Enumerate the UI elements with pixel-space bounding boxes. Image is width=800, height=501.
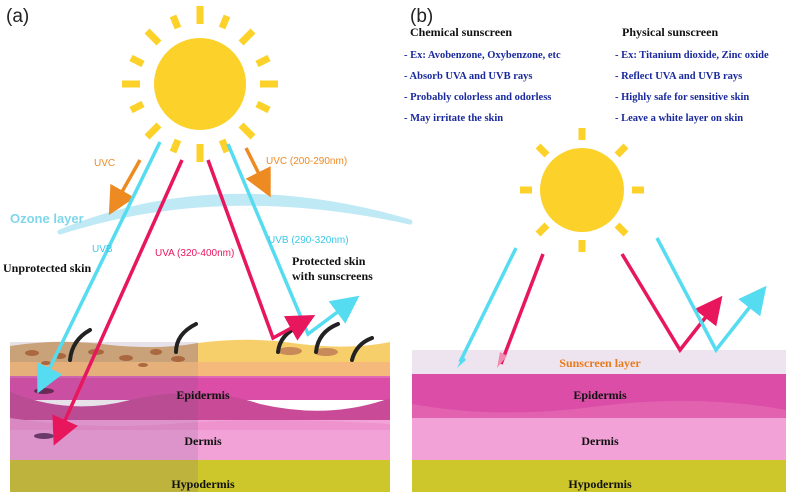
chemical-item: - Ex: Avobenzone, Oxybenzone, etc (404, 50, 561, 61)
sunscreen-layer-label: Sunscreen layer (559, 356, 641, 370)
panel-b: (b) Chemical sunscreen - Ex: Avobenzone,… (404, 6, 786, 492)
protected-skin-label-line1: Protected skin (292, 254, 366, 268)
uva-absorb-tip (497, 352, 507, 368)
chemical-sunscreen-list: Chemical sunscreen - Ex: Avobenzone, Oxy… (404, 25, 561, 124)
panel-a-label: (a) (6, 6, 29, 27)
chemical-item: - Absorb UVA and UVB rays (404, 71, 532, 82)
uvb-ray-reflected (655, 237, 767, 354)
chemical-item: - May irritate the skin (404, 113, 503, 124)
uvb-range-label: UVB (290-320nm) (268, 235, 349, 246)
uvb-label: UVB (92, 244, 113, 255)
uvb-absorb-tip (457, 356, 466, 368)
protected-skin-label-line2: with sunscreens (292, 269, 373, 283)
panel-b-label: (b) (410, 6, 433, 27)
unprotected-skin-label: Unprotected skin (3, 261, 91, 275)
physical-item: - Leave a white layer on skin (615, 113, 743, 124)
physical-item: - Ex: Titanium dioxide, Zinc oxide (615, 50, 769, 61)
chemical-item: - Probably colorless and odorless (404, 92, 551, 103)
hypodermis-label-a: Hypodermis (171, 477, 235, 491)
physical-item: - Highly safe for sensitive skin (615, 92, 749, 103)
hypodermis-label-b: Hypodermis (568, 477, 632, 491)
physical-sunscreen-title: Physical sunscreen (622, 25, 718, 39)
ozone-layer (57, 193, 413, 235)
sun-icon (122, 6, 278, 162)
skin-layers-b (412, 350, 786, 492)
epidermis-label-b: Epidermis (573, 388, 627, 402)
uvc-arrow-left (108, 159, 142, 216)
uva-ray-absorbed (499, 253, 545, 365)
dermis-label-a: Dermis (184, 434, 222, 448)
physical-item: - Reflect UVA and UVB rays (615, 71, 742, 82)
ozone-layer-label: Ozone layer (10, 211, 84, 226)
skin-layers-a (10, 322, 390, 492)
physical-sunscreen-list: Physical sunscreen - Ex: Titanium dioxid… (615, 25, 769, 124)
uvc-arrow-right (244, 147, 271, 198)
chemical-sunscreen-title: Chemical sunscreen (410, 25, 512, 39)
uva-ray-reflected (620, 253, 723, 354)
uvc-label: UVC (94, 158, 115, 169)
uvb-ray-left (37, 141, 162, 394)
uva-ray-left (52, 159, 184, 446)
uvc-range-label: UVC (200-290nm) (266, 156, 347, 167)
epidermis-label-a: Epidermis (176, 388, 230, 402)
sun-icon-b (520, 128, 644, 252)
panel-a: (a) (3, 6, 413, 492)
dermis-label-b: Dermis (581, 434, 619, 448)
uva-ray-right (206, 159, 316, 341)
uvb-ray-absorbed (458, 247, 518, 363)
uva-range-label: UVA (320-400nm) (155, 248, 234, 259)
